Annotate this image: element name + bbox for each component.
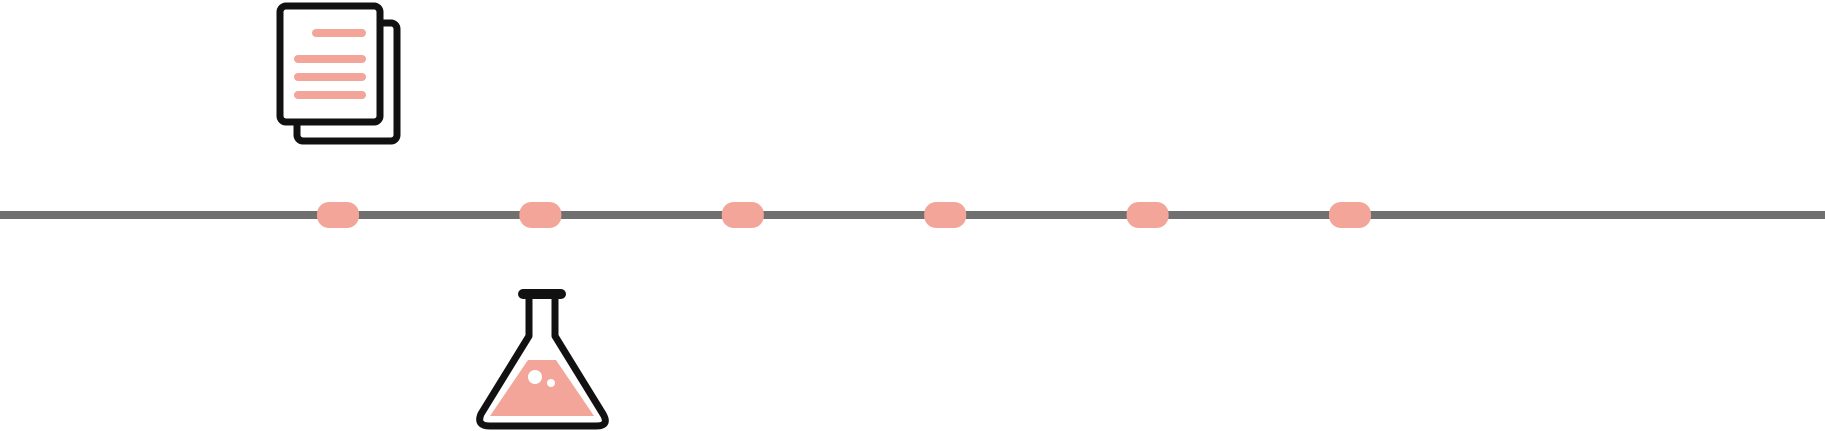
documents-icon-front-sheet	[276, 2, 384, 126]
timeline-marker	[1329, 202, 1371, 228]
flask-icon-bubble	[547, 379, 555, 387]
timeline-marker	[519, 202, 562, 228]
timeline-marker	[1126, 202, 1169, 228]
flask-icon	[476, 289, 609, 430]
flask-icon-outline	[476, 294, 609, 430]
timeline-markers	[317, 202, 1371, 228]
documents-icon	[276, 2, 401, 145]
timeline-marker	[924, 202, 967, 228]
timeline-marker	[317, 202, 359, 228]
flask-icon-liquid	[490, 360, 594, 416]
timeline-marker	[721, 202, 764, 228]
flask-icon-bubble	[528, 370, 542, 384]
